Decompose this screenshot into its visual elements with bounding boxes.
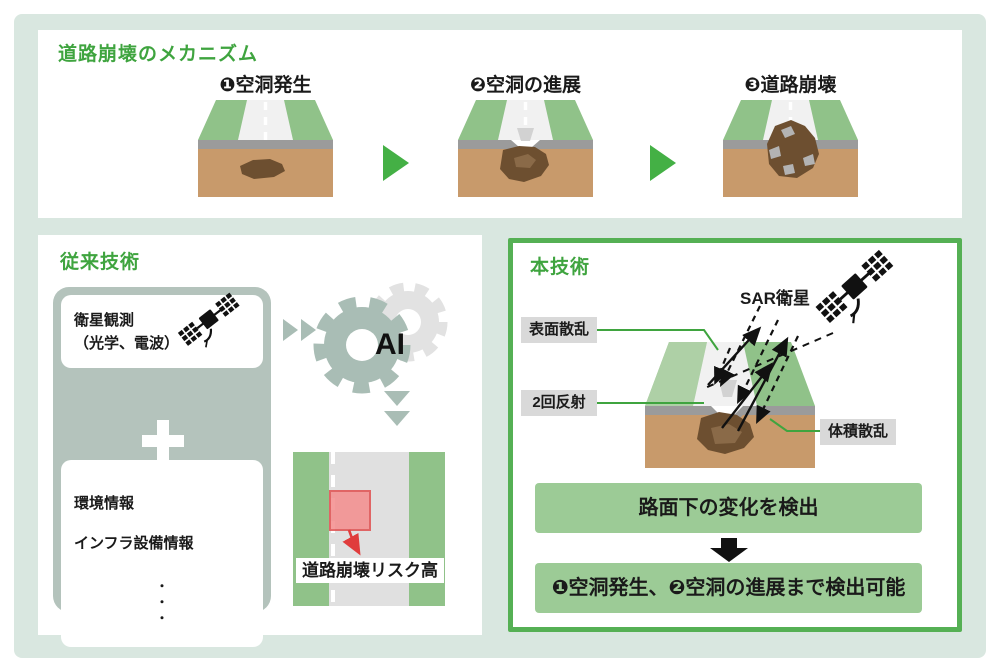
scattering-arrows-overlay bbox=[597, 305, 834, 432]
conventional-panel: 従来技術 衛星観測 （光学、電波） bbox=[38, 235, 482, 647]
chevron-right-icon bbox=[283, 319, 298, 341]
volume-connector-line bbox=[769, 418, 820, 432]
road-cross-section-stage2 bbox=[458, 100, 593, 197]
result-primary-box: 路面下の変化を検出 bbox=[535, 483, 922, 533]
mechanism-title: 道路崩壊のメカニズム bbox=[58, 44, 259, 65]
double-bounce-label: 2回反射 bbox=[521, 390, 597, 416]
surface-scattering-label: 表面散乱 bbox=[521, 317, 597, 343]
sar-satellite-icon bbox=[815, 249, 894, 324]
mechanism-panel: 道路崩壊のメカニズム ❶空洞発生 ❷空洞の進展 ❸道路崩壊 bbox=[38, 30, 962, 218]
chevron-down-icon bbox=[384, 391, 410, 406]
risk-area-highlight bbox=[329, 490, 371, 531]
sar-satellite-label: SAR衛星 bbox=[740, 289, 810, 308]
stage-arrow-1-icon bbox=[383, 145, 409, 181]
stage-1-label: ❶空洞発生 bbox=[219, 75, 312, 96]
stage-arrow-2-icon bbox=[650, 145, 676, 181]
environment-info-line2: インフラ設備情報 bbox=[74, 535, 194, 552]
result-secondary-box: ❶空洞発生、❷空洞の進展まで検出可能 bbox=[535, 563, 922, 613]
technology-title: 本技術 bbox=[530, 257, 591, 278]
ai-label: AI bbox=[375, 328, 405, 361]
technology-panel: 本技術 SAR衛星 bbox=[508, 238, 962, 632]
road-cross-section-stage1 bbox=[198, 100, 333, 197]
conventional-title: 従来技術 bbox=[60, 252, 141, 273]
risk-pointer-arrow-icon bbox=[342, 529, 361, 556]
satellite-icon bbox=[177, 292, 240, 348]
ai-gears-icon: AI bbox=[313, 282, 448, 394]
road-cross-section-stage3 bbox=[723, 100, 858, 197]
chevron-down-icon bbox=[384, 411, 410, 426]
stage-2-label: ❷空洞の進展 bbox=[469, 75, 582, 96]
risk-label: 道路崩壊リスク高 bbox=[296, 558, 444, 583]
satellite-observation-line1: 衛星観測 bbox=[74, 312, 135, 329]
incidence-line bbox=[704, 332, 834, 389]
volume-scattering-label: 体積散乱 bbox=[820, 419, 896, 445]
gear-icon bbox=[313, 296, 411, 394]
satellite-observation-line2: （光学、電波） bbox=[74, 335, 180, 352]
vertical-ellipsis: ・ ・ ・ bbox=[155, 579, 168, 626]
stage-3-label: ❸道路崩壊 bbox=[744, 75, 837, 96]
environment-info-line1: 環境情報 bbox=[74, 495, 135, 512]
input-data-container: 衛星観測 （光学、電波） bbox=[53, 287, 271, 647]
chevron-right-icon bbox=[301, 319, 316, 341]
satellite-observation-box: 衛星観測 （光学、電波） bbox=[61, 292, 263, 368]
environment-info-box: 環境情報 インフラ設備情報 ・ ・ ・ bbox=[61, 460, 263, 647]
surface-connector-line bbox=[597, 329, 719, 351]
